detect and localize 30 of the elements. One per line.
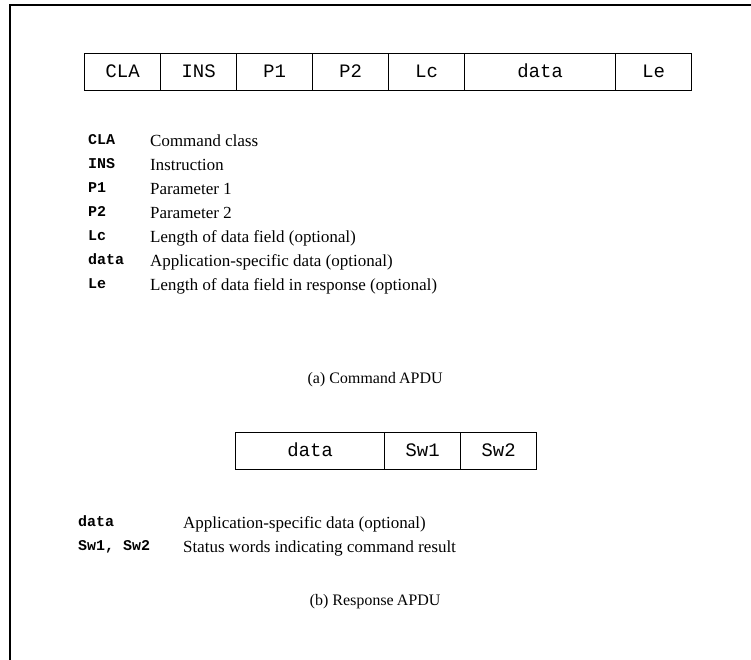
definition-text: Parameter 2 xyxy=(150,202,232,224)
field-cell: INS xyxy=(160,53,237,91)
term-label: CLA xyxy=(88,131,116,151)
field-cell: CLA xyxy=(84,53,161,91)
definition-text: Status words indicating command result xyxy=(183,536,456,558)
definition-text: Length of data field (optional) xyxy=(150,226,356,248)
figure-caption: (a) Command APDU xyxy=(307,369,443,389)
field-cell: Lc xyxy=(388,53,465,91)
term-label: P2 xyxy=(88,203,106,223)
field-cell: data xyxy=(235,432,385,470)
term-label: INS xyxy=(88,155,116,175)
definition-text: Instruction xyxy=(150,154,224,176)
term-label: Le xyxy=(88,275,106,295)
field-cell: Sw2 xyxy=(460,432,537,470)
term-label: P1 xyxy=(88,179,106,199)
term-label: data xyxy=(88,251,124,271)
term-label: data xyxy=(78,513,114,533)
field-cell: P1 xyxy=(236,53,313,91)
field-cell: Sw1 xyxy=(384,432,461,470)
definition-text: Parameter 1 xyxy=(150,178,232,200)
field-cell: P2 xyxy=(312,53,389,91)
definition-text: Length of data field in response (optional) xyxy=(150,274,438,296)
term-label: Sw1, Sw2 xyxy=(78,537,150,557)
definition-text: Command class xyxy=(150,130,258,152)
term-label: Lc xyxy=(88,227,106,247)
definition-text: Application-specific data (optional) xyxy=(183,512,426,534)
field-cell: Le xyxy=(615,53,692,91)
definition-text: Application-specific data (optional) xyxy=(150,250,393,272)
field-cell: data xyxy=(464,53,616,91)
figure-caption: (b) Response APDU xyxy=(310,591,440,611)
